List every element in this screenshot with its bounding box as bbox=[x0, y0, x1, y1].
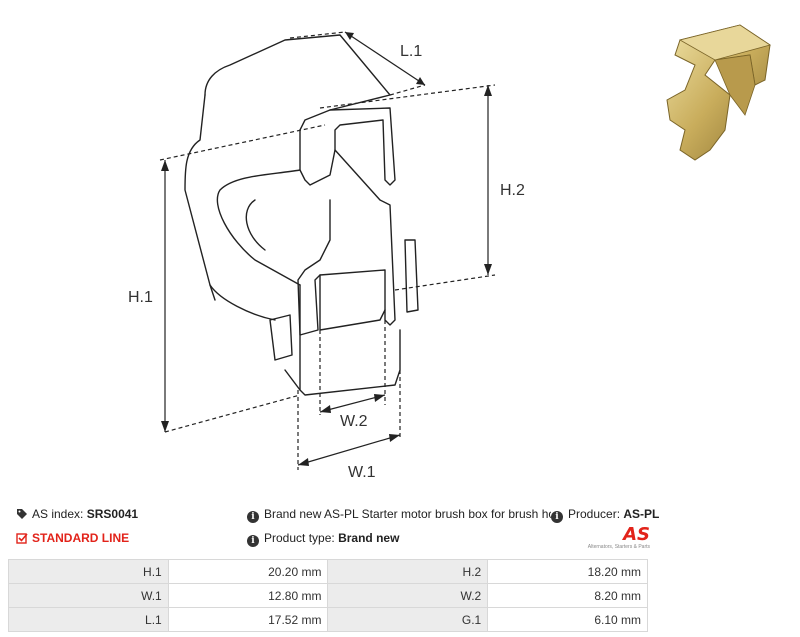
producer-label: Producer: bbox=[568, 507, 621, 521]
tag-icon bbox=[17, 509, 27, 519]
product-photo bbox=[666, 24, 771, 161]
product-type-label: Product type: bbox=[264, 531, 335, 545]
as-index-label: AS index: bbox=[32, 507, 84, 521]
info-icon: i bbox=[247, 511, 259, 523]
dimension-label-w2: W.2 bbox=[340, 413, 368, 430]
technical-drawing: L.1 H.2 H.1 W.2 W.1 bbox=[128, 31, 525, 481]
description-text: Brand new AS-PL Starter motor brush box … bbox=[264, 507, 572, 521]
table-row: W.1 12.80 mm W.2 8.20 mm bbox=[8, 583, 648, 608]
product-type-value: Brand new bbox=[338, 531, 400, 545]
as-index: AS index: SRS0041 bbox=[16, 507, 138, 521]
producer-value: AS-PL bbox=[623, 507, 660, 521]
as-index-value: SRS0041 bbox=[86, 507, 139, 521]
table-row: H.1 20.20 mm H.2 18.20 mm bbox=[8, 559, 648, 584]
product-type: i Product type: Brand new bbox=[247, 531, 399, 547]
spec-label: W.2 bbox=[327, 583, 489, 608]
standard-line: STANDARD LINE bbox=[16, 531, 129, 545]
spec-value: 18.20 mm bbox=[487, 559, 648, 584]
spec-value: 20.20 mm bbox=[167, 559, 329, 584]
spec-value: 12.80 mm bbox=[167, 583, 329, 608]
logo-mark: AS bbox=[623, 524, 650, 545]
spec-value: 17.52 mm bbox=[167, 607, 329, 632]
spec-label: H.2 bbox=[327, 559, 489, 584]
dimension-label-h2: H.2 bbox=[500, 182, 525, 199]
info-icon: i bbox=[247, 535, 259, 547]
standard-line-label: STANDARD LINE bbox=[32, 531, 130, 545]
dimension-label-h1: H.1 bbox=[128, 289, 153, 306]
spec-label: H.1 bbox=[8, 559, 169, 584]
spec-label: L.1 bbox=[8, 607, 169, 632]
logo-tagline: Alternators, Starters & Parts bbox=[587, 544, 650, 550]
dimension-label-w1: W.1 bbox=[348, 464, 376, 481]
producer: i Producer: AS-PL bbox=[551, 507, 660, 523]
dimension-label-l1: L.1 bbox=[400, 43, 422, 60]
as-pl-logo: AS Alternators, Starters & Parts bbox=[580, 526, 650, 554]
checkbox-icon bbox=[16, 533, 28, 544]
table-row: L.1 17.52 mm G.1 6.10 mm bbox=[8, 607, 648, 632]
spec-value: 8.20 mm bbox=[487, 583, 648, 608]
spec-label: W.1 bbox=[8, 583, 169, 608]
info-icon: i bbox=[551, 511, 563, 523]
spec-label: G.1 bbox=[327, 607, 489, 632]
specs-table: H.1 20.20 mm H.2 18.20 mm W.1 12.80 mm W… bbox=[8, 559, 648, 632]
spec-value: 6.10 mm bbox=[487, 607, 648, 632]
